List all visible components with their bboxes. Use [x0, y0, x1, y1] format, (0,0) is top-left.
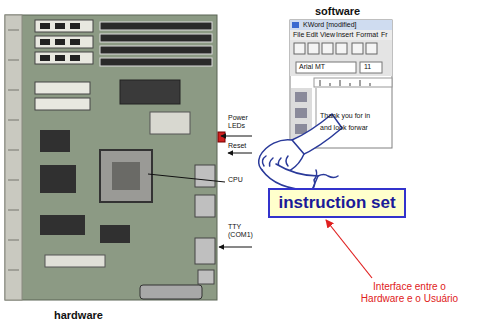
menu-item: File [293, 31, 304, 39]
heading-label: hardware [54, 309, 103, 322]
pointer-arrow [221, 136, 252, 137]
box-text: instruction set [278, 193, 395, 213]
document-text: Thank you for in [320, 112, 370, 120]
part-label: Reset [228, 142, 246, 150]
menu-item: Fr [381, 31, 388, 39]
callout-text: Interface entre o Hardware e o Usuário [352, 281, 467, 305]
heading-label: software [315, 5, 360, 18]
leader-line [148, 174, 225, 182]
document-text: and look forwar [320, 124, 368, 132]
window-title: KWord [modified] [303, 21, 357, 29]
part-label: Power LEDs [228, 114, 258, 131]
callout-arrow [326, 220, 372, 278]
pointer-arrow [219, 247, 252, 248]
interface-box: instruction set [268, 188, 406, 218]
menu-item: View [320, 31, 335, 39]
font-size: 11 [364, 63, 371, 71]
motherboard-picture [5, 15, 225, 300]
menu-item: Edit [306, 31, 318, 39]
software-window-picture [290, 20, 392, 148]
part-label: TTY (COM1) [228, 223, 256, 240]
pointer-arrow [228, 153, 252, 154]
part-label: CPU [228, 176, 243, 184]
font-name: Arial MT [299, 63, 325, 71]
menu-item: Format [356, 31, 378, 39]
menu-item: Insert [336, 31, 354, 39]
